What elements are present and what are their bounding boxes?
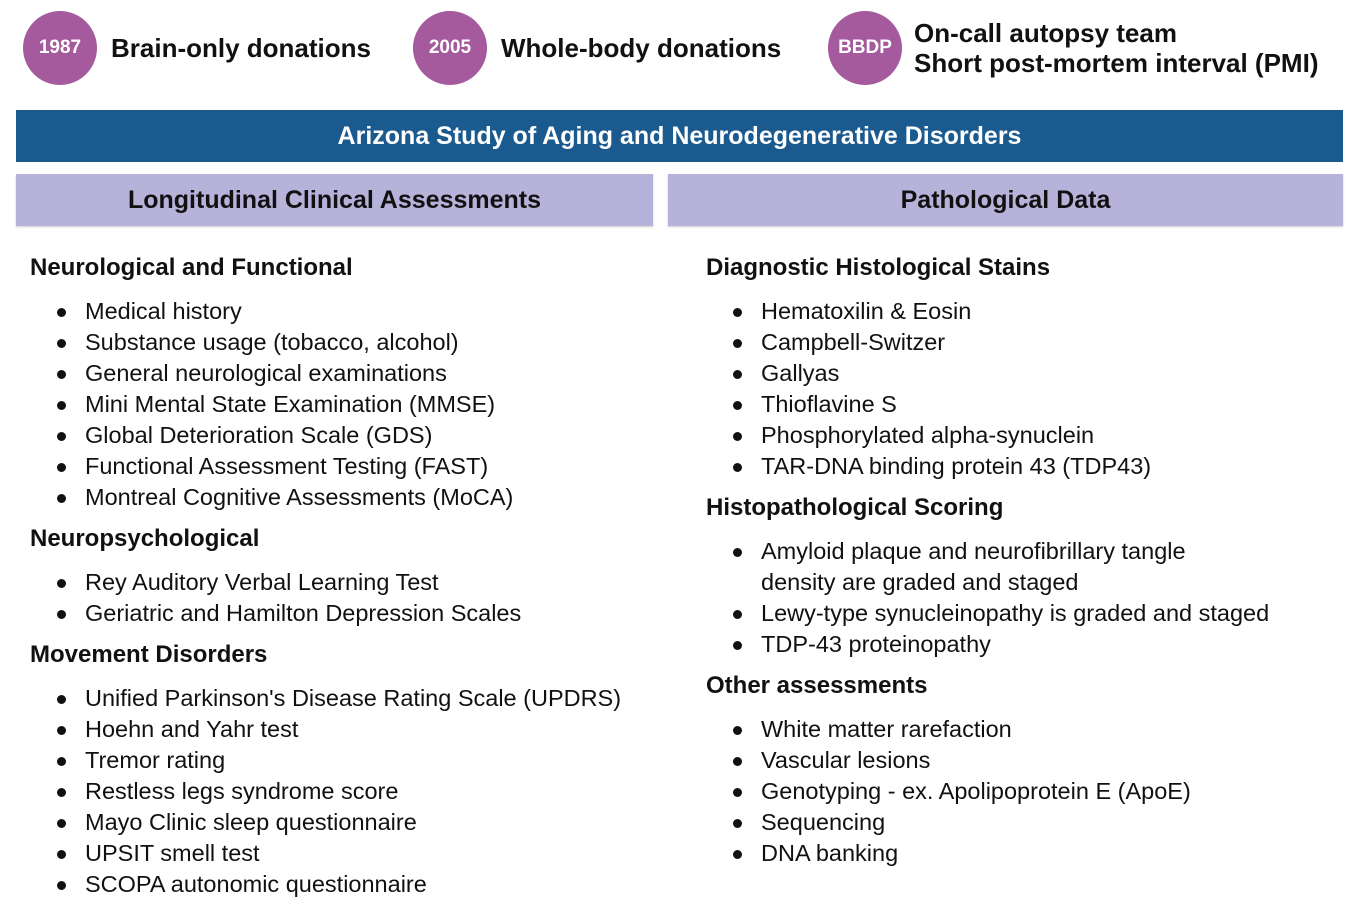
timeline-line: Short post-mortem interval (PMI) [914,48,1319,78]
timeline-line: Brain-only donations [111,33,371,63]
list-item: Global Deterioration Scale (GDS) [30,420,660,451]
list-item: Medical history [30,296,660,327]
list-item: Geriatric and Hamilton Depression Scales [30,598,660,629]
section-title: Neuropsychological [30,525,260,552]
list-item: Lewy-type synucleinopathy is graded and … [706,598,1326,629]
list-item: Montreal Cognitive Assessments (MoCA) [30,482,660,513]
list-item: UPSIT smell test [30,838,660,869]
study-title-banner: Arizona Study of Aging and Neurodegenera… [16,110,1343,162]
bbdp-badge: BBDP [828,11,902,85]
timeline-label: Whole-body donations [501,33,781,63]
list-item: Functional Assessment Testing (FAST) [30,451,660,482]
section-title: Movement Disorders [30,641,268,668]
section-title: Histopathological Scoring [706,494,1004,521]
timeline-label: On-call autopsy team Short post-mortem i… [914,18,1318,78]
section-title: Diagnostic Histological Stains [706,254,1051,281]
timeline-label: Brain-only donations [111,33,371,63]
list-item: Vascular lesions [706,745,1326,776]
list-item: Rey Auditory Verbal Learning Test [30,567,660,598]
list-item: TAR-DNA binding protein 43 (TDP43) [706,451,1326,482]
year-badge: 1987 [23,11,97,85]
pathological-data-header: Pathological Data [668,174,1343,226]
item-list: Unified Parkinson's Disease Rating Scale… [30,683,660,900]
item-list: Medical history Substance usage (tobacco… [30,296,660,513]
item-list: White matter rarefaction Vascular lesion… [706,714,1326,869]
list-item: Restless legs syndrome score [30,776,660,807]
list-item: Unified Parkinson's Disease Rating Scale… [30,683,660,714]
list-item: White matter rarefaction [706,714,1326,745]
timeline-item-2005: 2005 Whole-body donations [413,11,781,85]
list-item: Hematoxilin & Eosin [706,296,1326,327]
timeline-line: On-call autopsy team [914,18,1177,48]
list-item: Phosphorylated alpha-synuclein [706,420,1326,451]
item-list: Hematoxilin & Eosin Campbell-Switzer Gal… [706,296,1326,482]
timeline-line: Whole-body donations [501,33,782,63]
list-item: General neurological examinations [30,358,660,389]
item-list: Amyloid plaque and neurofibrillary tangl… [706,536,1326,660]
list-item: Mini Mental State Examination (MMSE) [30,389,660,420]
list-item: Thioflavine S [706,389,1326,420]
list-item: DNA banking [706,838,1326,869]
list-item: Gallyas [706,358,1326,389]
year-badge: 2005 [413,11,487,85]
timeline-item-1987: 1987 Brain-only donations [23,11,371,85]
list-item: SCOPA autonomic questionnaire [30,869,660,900]
timeline-item-bbdp: BBDP On-call autopsy team Short post-mor… [828,11,1318,85]
pathological-data-column: Diagnostic Histological Stains Hematoxil… [706,252,1326,879]
list-item: Amyloid plaque and neurofibrillary tangl… [706,536,1241,598]
list-item: TDP-43 proteinopathy [706,629,1326,660]
clinical-assessments-header: Longitudinal Clinical Assessments [16,174,653,226]
list-item: Campbell-Switzer [706,327,1326,358]
item-list: Rey Auditory Verbal Learning Test Geriat… [30,567,660,629]
list-item: Substance usage (tobacco, alcohol) [30,327,660,358]
section-title: Other assessments [706,672,928,699]
list-item: Tremor rating [30,745,660,776]
list-item: Mayo Clinic sleep questionnaire [30,807,660,838]
clinical-assessments-column: Neurological and Functional Medical hist… [30,252,660,910]
list-item: Hoehn and Yahr test [30,714,660,745]
section-title: Neurological and Functional [30,254,353,281]
list-item: Sequencing [706,807,1326,838]
list-item: Genotyping - ex. Apolipoprotein E (ApoE) [706,776,1326,807]
